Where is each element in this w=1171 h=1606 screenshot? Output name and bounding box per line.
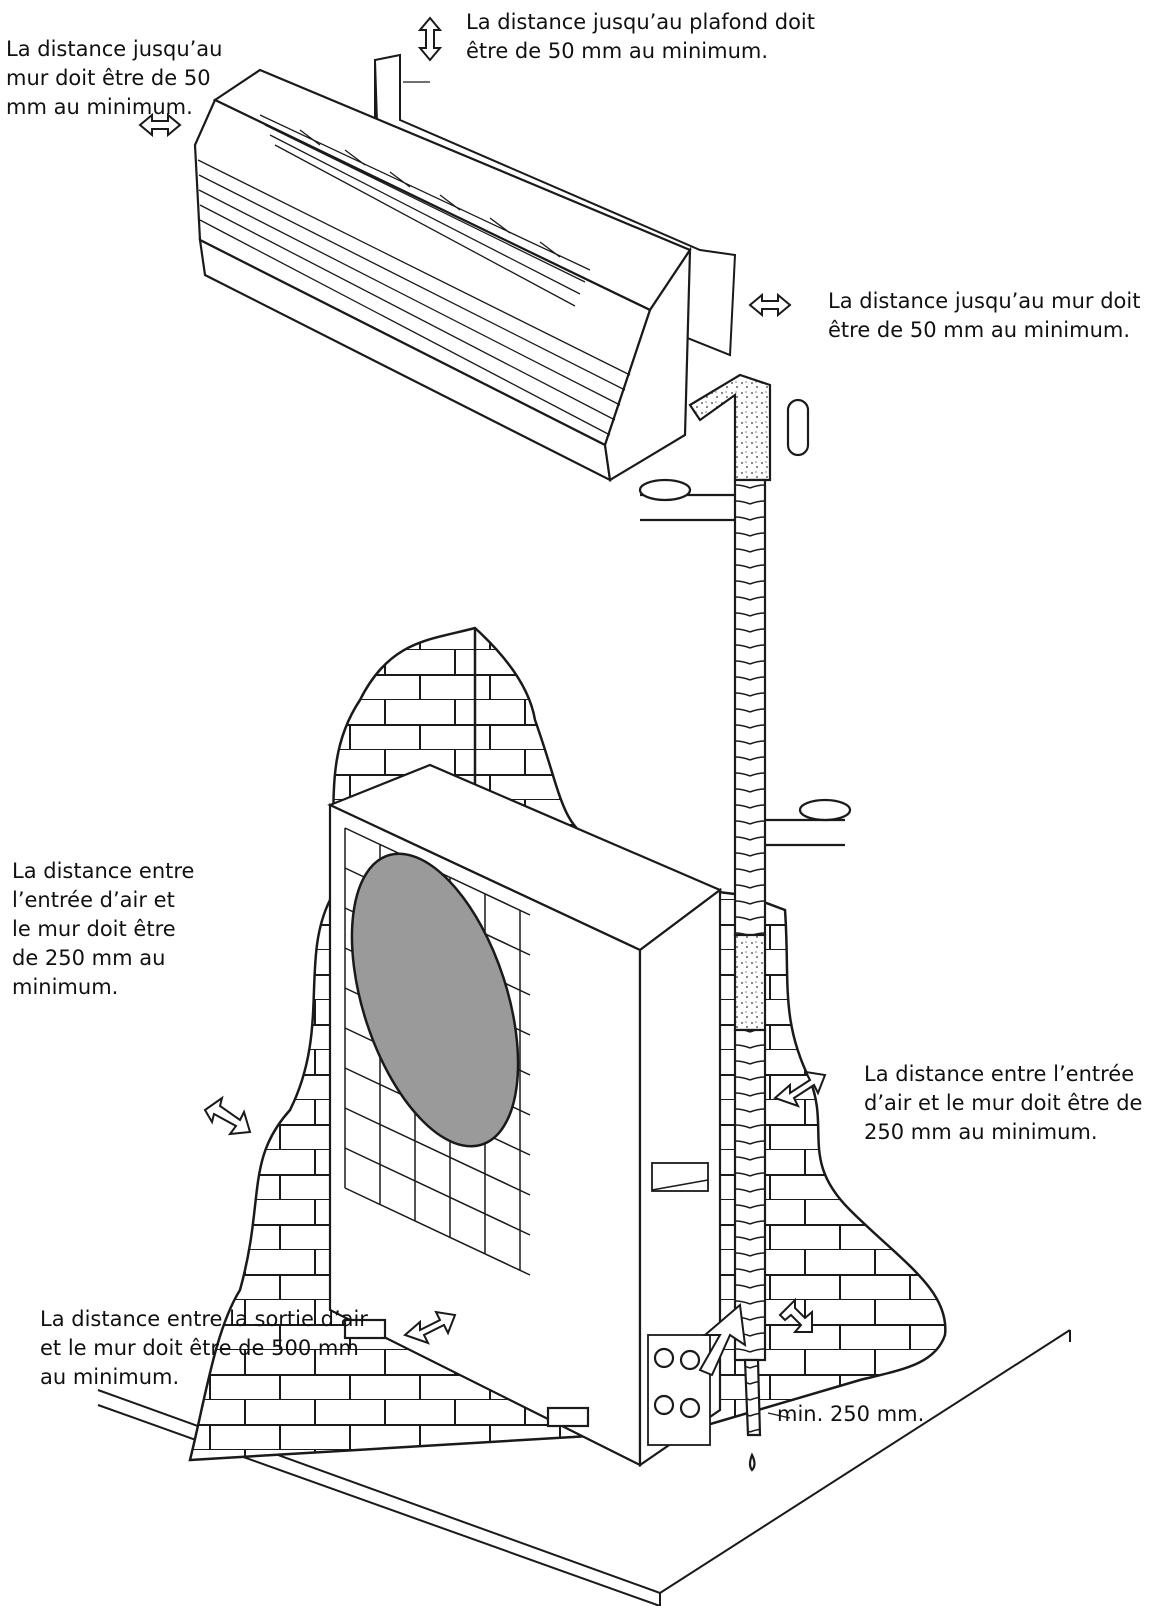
- drain-arrow-icon: [778, 1297, 813, 1333]
- outlet-line-1: La distance entre la sortie d’air: [40, 1307, 368, 1331]
- drain-min-label: min. 250 mm.: [777, 1402, 925, 1426]
- inlet-right-arrow-icon: [773, 1070, 827, 1108]
- outlet-clearance-label: La distance entre la sortie d’air et le …: [40, 1305, 368, 1392]
- wall-left-line-2: mur doit être de 50: [6, 66, 211, 90]
- inlet-left-line-2: l’entrée d’air et: [12, 888, 175, 912]
- inlet-right-line-3: 250 mm au minimum.: [864, 1120, 1098, 1144]
- wall-right-line-1: La distance jusqu’au mur doit: [828, 289, 1141, 313]
- outlet-line-2: et le mur doit être de 500 mm: [40, 1336, 359, 1360]
- inlet-left-line-1: La distance entre: [12, 859, 195, 883]
- ceiling-clearance-label: La distance jusqu’au plafond doit être d…: [466, 8, 815, 66]
- fan-disc: [350, 852, 520, 1148]
- inlet-left-line-4: de 250 mm au: [12, 946, 166, 970]
- wall-right-arrow-icon: [748, 292, 792, 318]
- outdoor-unit: [327, 763, 723, 1468]
- inlet-left-clearance-label: La distance entre l’entrée d’air et le m…: [12, 857, 194, 1002]
- airflow-arrow-icon: [698, 1303, 747, 1377]
- inlet-left-line-5: minimum.: [12, 975, 119, 999]
- leader-lines: [403, 81, 791, 1419]
- ceiling-arrow-icon: [417, 16, 443, 62]
- wall-left-line-3: mm au minimum.: [6, 95, 193, 119]
- ceiling-line-2: être de 50 mm au minimum.: [466, 39, 769, 63]
- inlet-right-line-2: d’air et le mur doit être de: [864, 1091, 1143, 1115]
- inlet-right-clearance-label: La distance entre l’entrée d’air et le m…: [864, 1060, 1142, 1147]
- inlet-left-arrow-icon: [203, 1095, 252, 1136]
- outlet-line-3: au minimum.: [40, 1365, 180, 1389]
- wall-left-clearance-label: La distance jusqu’au mur doit être de 50…: [6, 35, 222, 122]
- indoor-unit: [193, 68, 692, 482]
- inlet-right-line-1: La distance entre l’entrée: [864, 1062, 1135, 1086]
- wall-left-line-1: La distance jusqu’au: [6, 37, 223, 61]
- wall-left-arrow-icon: [138, 112, 182, 138]
- arrows: [138, 16, 827, 1377]
- ceiling-line-1: La distance jusqu’au plafond doit: [466, 10, 815, 34]
- wall-right-line-2: être de 50 mm au minimum.: [828, 318, 1131, 342]
- wall-right-clearance-label: La distance jusqu’au mur doit être de 50…: [828, 287, 1140, 345]
- floor-slab: [97, 1329, 1071, 1606]
- outlet-arrow-icon: [403, 1310, 457, 1345]
- inlet-left-line-3: le mur doit être: [12, 917, 176, 941]
